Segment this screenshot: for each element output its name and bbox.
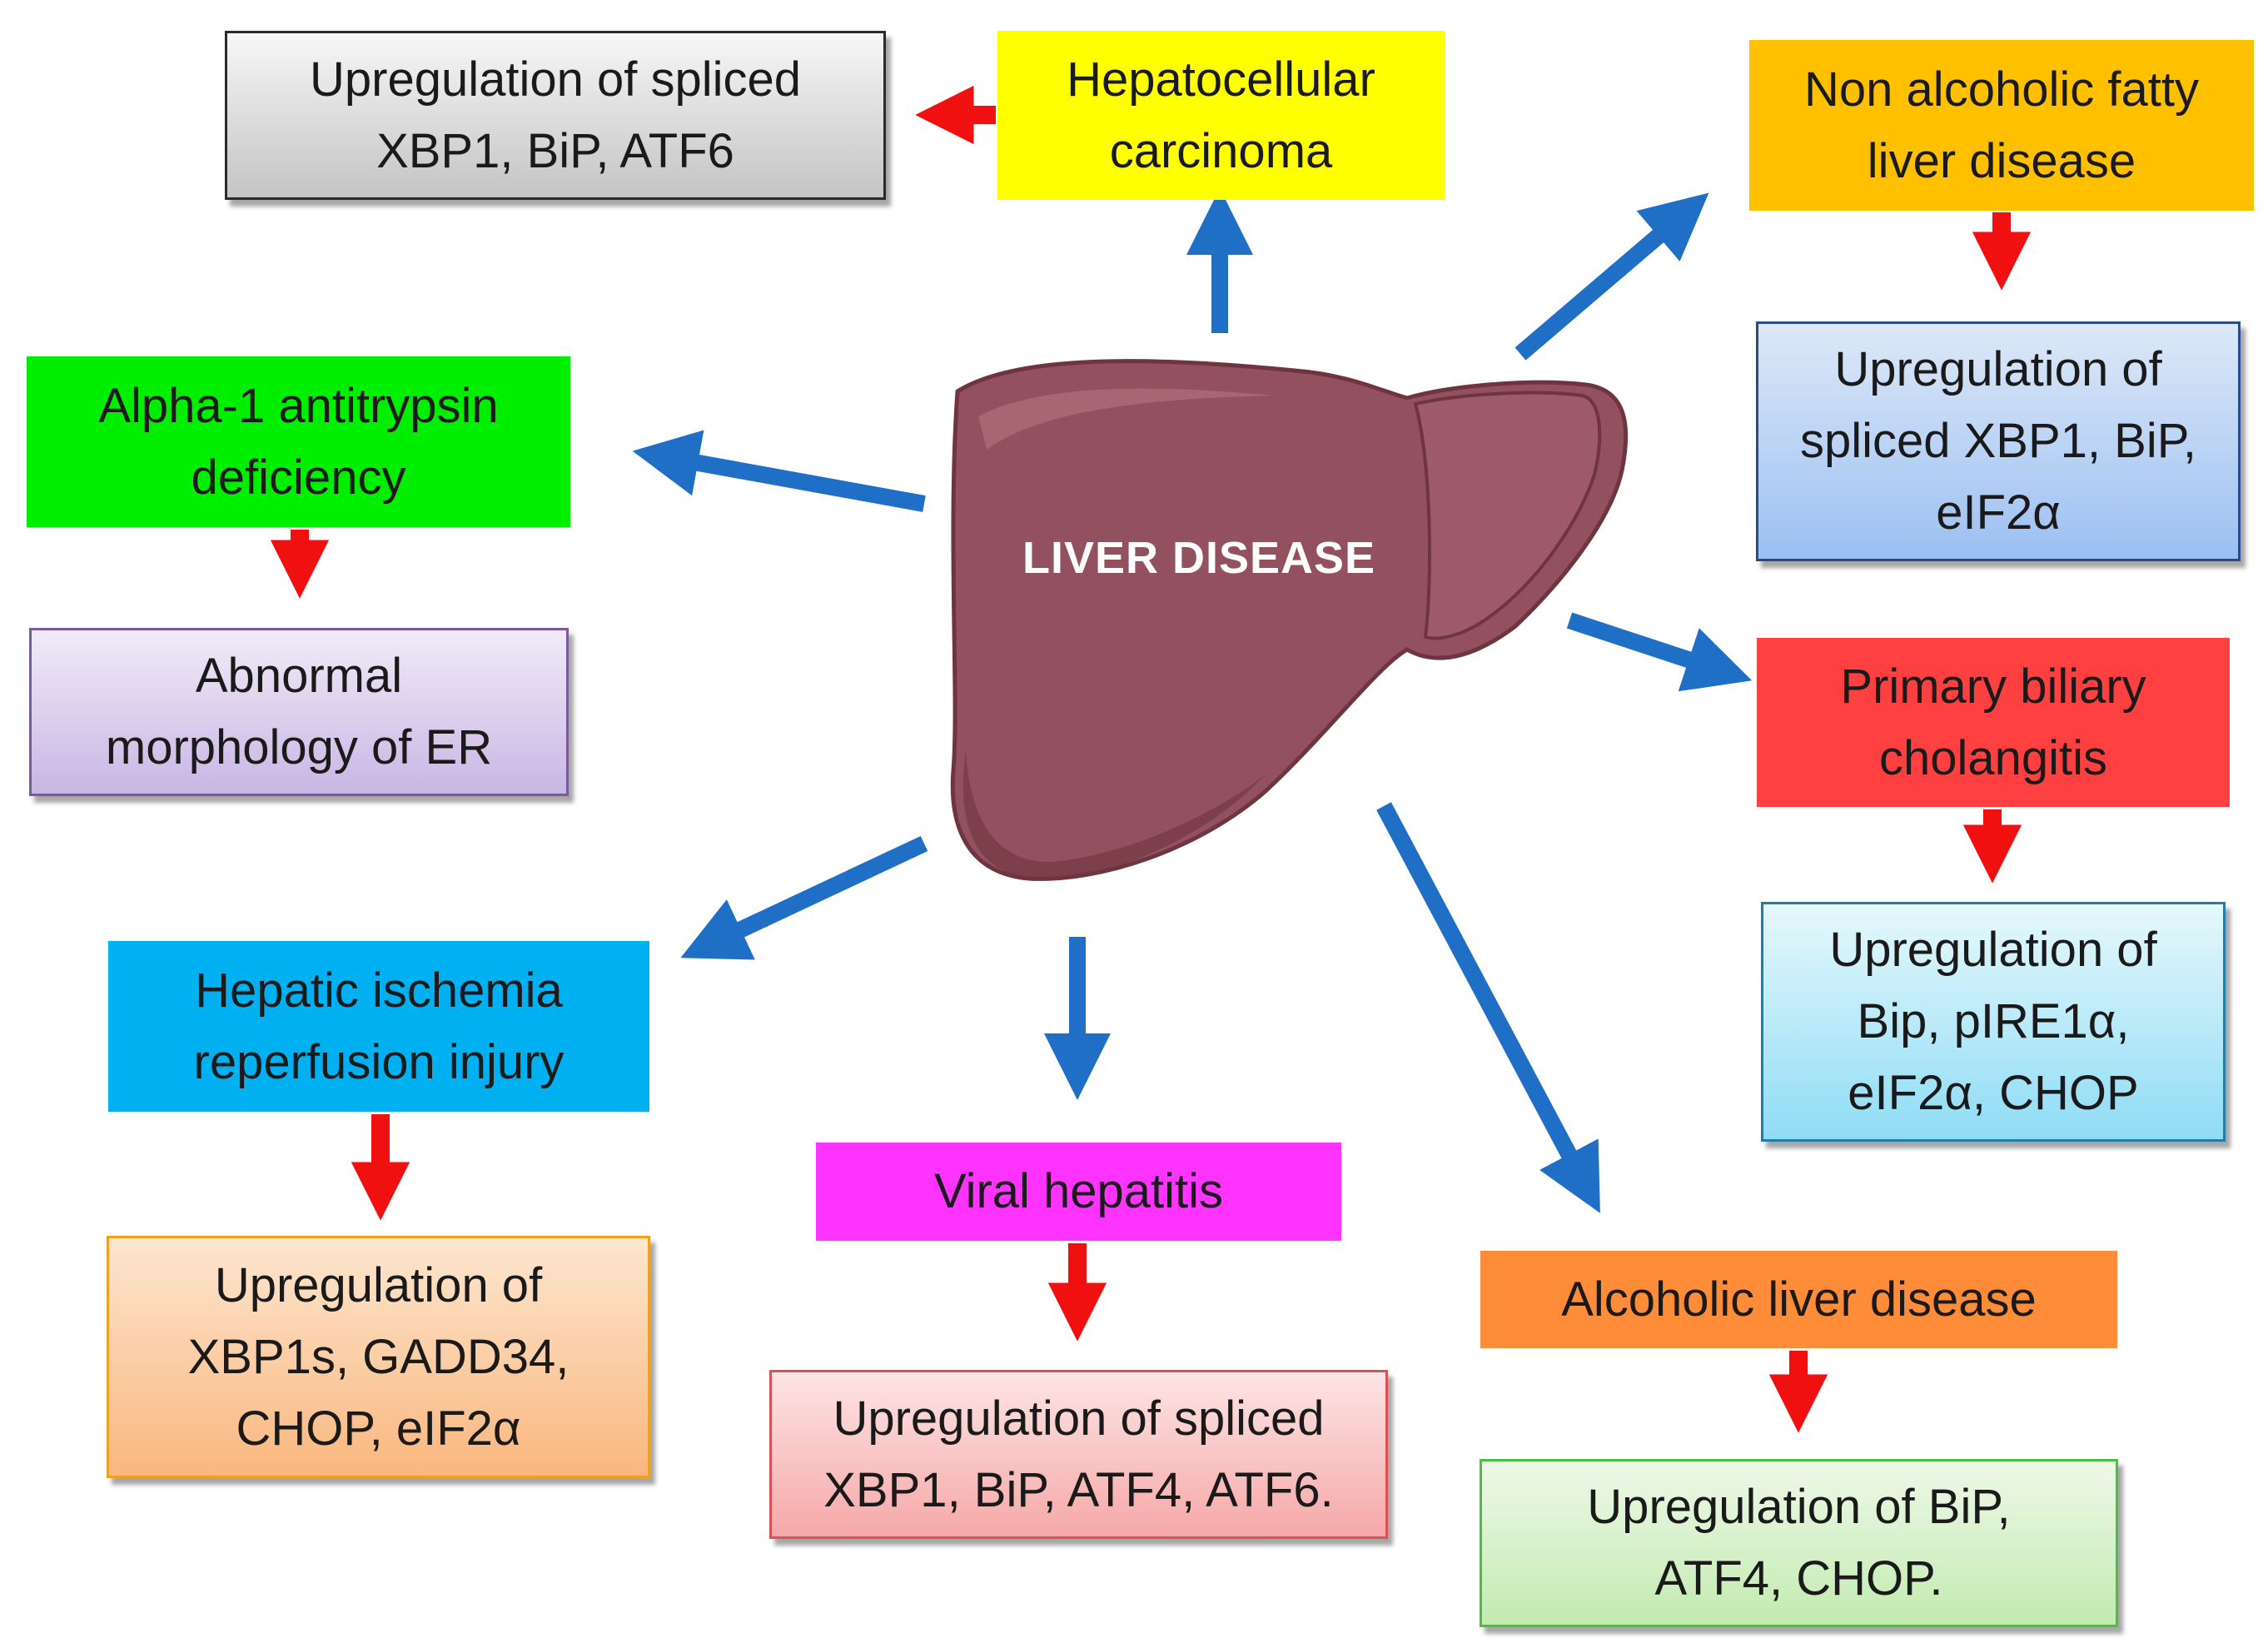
- box-line: Non alcoholic fatty: [1804, 62, 2199, 117]
- viral-hepatitis-box: Viral hepatitis: [816, 1143, 1341, 1241]
- box-line: Hepatic ischemia: [195, 963, 563, 1018]
- box-line: morphology of ER: [105, 720, 493, 774]
- box-line: spliced XBP1, BiP,: [1799, 414, 2197, 468]
- box-line: XBP1s, GADD34,: [187, 1329, 569, 1384]
- alpha1-antitrypsin-box: Alpha-1 antitrypsin deficiency: [27, 356, 570, 527]
- nafld-upregulation-box: Upregulation of spliced XBP1, BiP, eIF2α: [1756, 321, 2241, 561]
- box-line: carcinoma: [1109, 123, 1333, 178]
- liver-shadow: [962, 749, 1266, 879]
- box-line: Alcoholic liver disease: [1561, 1272, 2037, 1327]
- box-line: Upregulation of: [1834, 342, 2162, 396]
- box-line: Bip, pIRE1α,: [1857, 994, 2130, 1048]
- box-line: Upregulation of spliced: [833, 1391, 1325, 1446]
- box-line: Hepatocellular: [1067, 52, 1375, 107]
- abnormal-er-box: Abnormal morphology of ER: [29, 628, 569, 796]
- primary-biliary-cholangitis-box: Primary biliary cholangitis: [1757, 638, 2230, 807]
- box-line: Primary biliary: [1840, 659, 2146, 714]
- ald-upregulation-box: Upregulation of BiP, ATF4, CHOP.: [1480, 1459, 2118, 1627]
- pbc-upregulation-box: Upregulation of Bip, pIRE1α, eIF2α, CHOP: [1761, 902, 2226, 1142]
- box-line: reperfusion injury: [193, 1034, 565, 1089]
- box-line: Upregulation of BiP,: [1587, 1480, 2011, 1534]
- box-line: ATF4, CHOP.: [1654, 1551, 1943, 1606]
- box-line: eIF2α: [1936, 485, 2061, 540]
- box-line: CHOP, eIF2α: [236, 1401, 521, 1456]
- box-line: cholangitis: [1878, 730, 2108, 785]
- arrow-to-alcoholic-liver-disease: [1376, 802, 1600, 1213]
- arrow-to-nafld: [1514, 192, 1709, 361]
- box-line: eIF2α, CHOP: [1848, 1066, 2139, 1120]
- hepatic-ischemia-box: Hepatic ischemia reperfusion injury: [108, 941, 649, 1112]
- box-line: Upregulation of: [1829, 923, 2157, 977]
- box-line: liver disease: [1867, 133, 2136, 188]
- liver-illustration: [950, 359, 1629, 881]
- box-line: Upregulation of: [214, 1257, 543, 1312]
- arrow-to-alpha1-antitrypsin: [632, 430, 926, 512]
- arrow-to-hepatic-ischemia: [680, 835, 928, 960]
- arrow-to-primary-biliary-cholangitis: [1566, 612, 1753, 692]
- liver-disease-label: LIVER DISEASE: [1022, 533, 1376, 583]
- box-line: Abnormal: [195, 649, 403, 703]
- box-line: Upregulation of spliced: [309, 52, 802, 107]
- box-line: Alpha-1 antitrypsin: [98, 378, 499, 433]
- liver-highlight: [978, 388, 1274, 450]
- liver-left-lobe-shade: [1413, 391, 1602, 640]
- box-line: deficiency: [191, 450, 406, 505]
- nafld-box: Non alcoholic fatty liver disease: [1749, 40, 2254, 211]
- alcoholic-liver-disease-box: Alcoholic liver disease: [1480, 1251, 2117, 1348]
- box-line: Viral hepatitis: [933, 1164, 1224, 1218]
- hirr-upregulation-box: Upregulation of XBP1s, GADD34, CHOP, eIF2α: [107, 1236, 650, 1478]
- box-line: XBP1, BiP, ATF4, ATF6.: [823, 1462, 1334, 1517]
- hepatocellular-carcinoma-box: Hepatocellular carcinoma: [997, 31, 1445, 200]
- box-line: XBP1, BiP, ATF6: [376, 123, 734, 178]
